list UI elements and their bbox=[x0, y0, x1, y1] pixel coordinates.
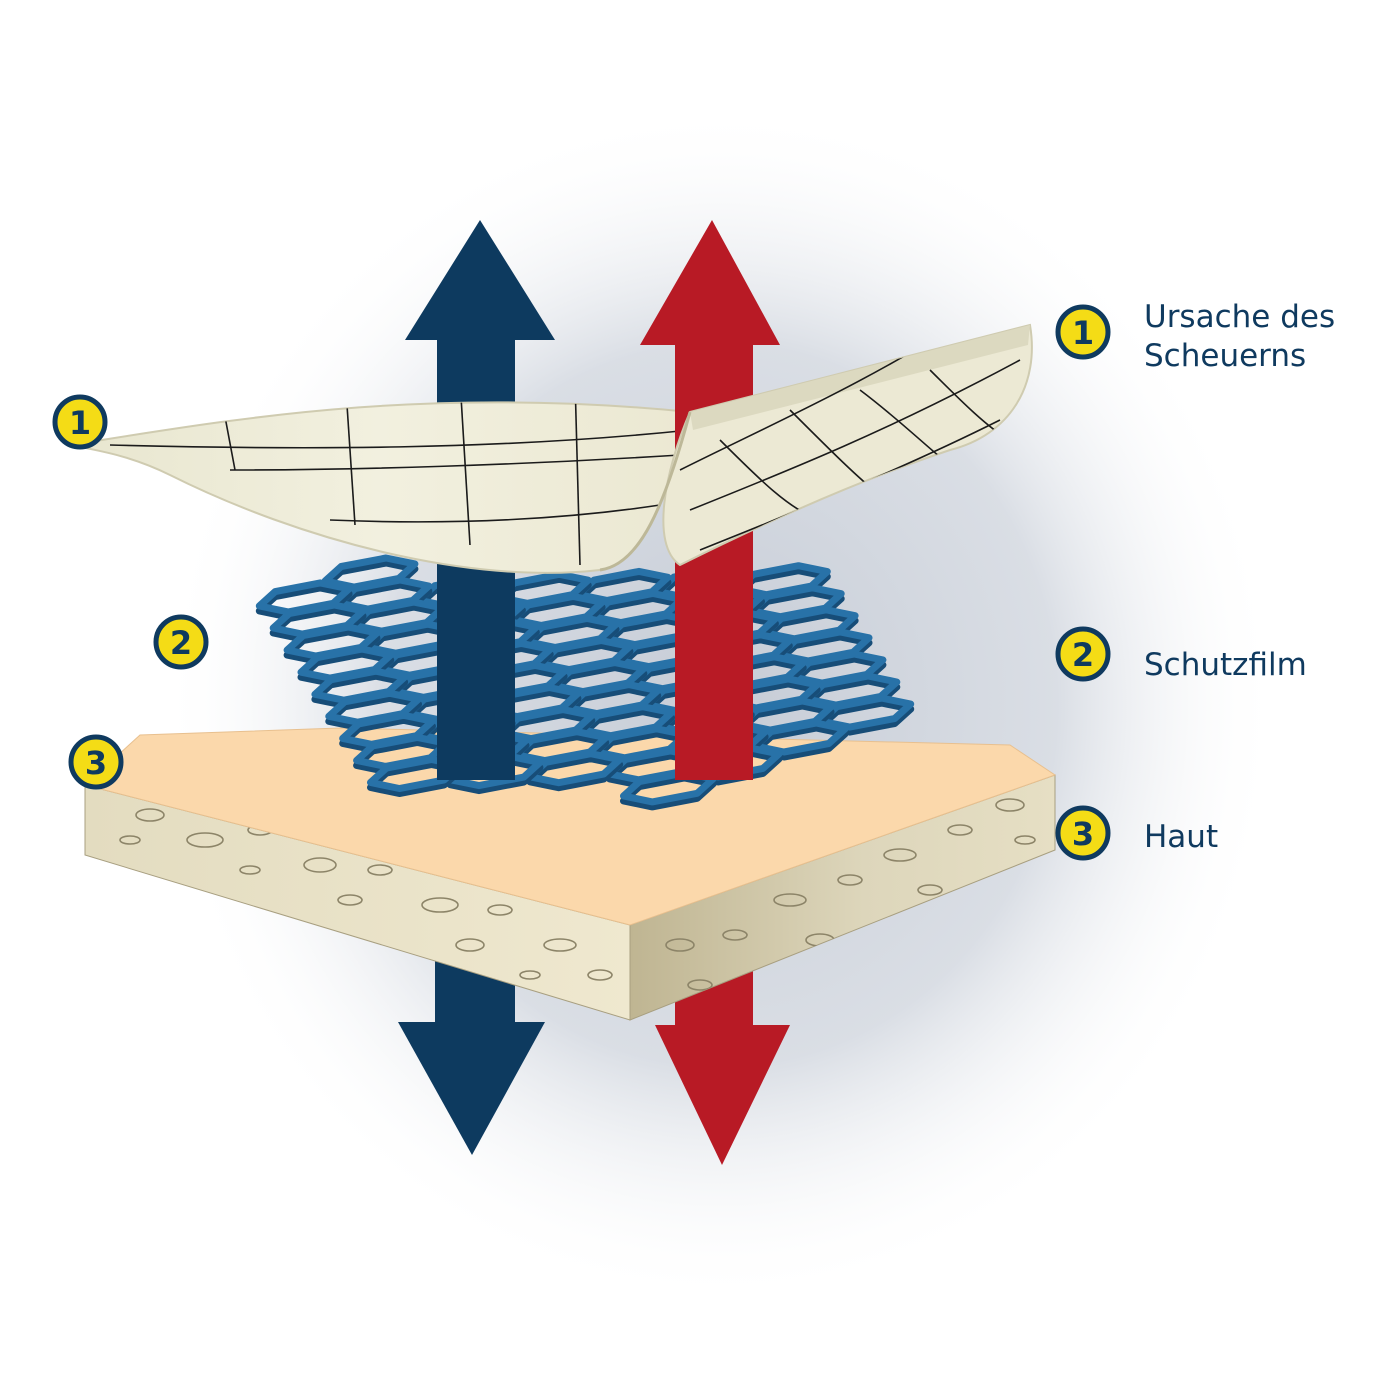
mesh-cell-shadow bbox=[526, 755, 624, 792]
svg-text:3: 3 bbox=[1072, 815, 1094, 853]
skin-block bbox=[83, 727, 1057, 1021]
cover-layer-right bbox=[599, 323, 1033, 572]
mesh-cell bbox=[526, 750, 624, 787]
badge-layer-1-right: 1 bbox=[1055, 304, 1111, 360]
cover-layer-left bbox=[69, 401, 692, 574]
legend-label-1-line-1: Ursache des bbox=[1144, 299, 1336, 335]
mesh-cell bbox=[751, 719, 849, 756]
mesh-cell bbox=[817, 694, 915, 731]
down-arrow-icon bbox=[655, 1025, 790, 1165]
svg-text:2: 2 bbox=[1072, 636, 1094, 674]
badge-layer-3-right: 3 bbox=[1055, 805, 1111, 861]
legend-label-3-line-1: Haut bbox=[1144, 819, 1219, 855]
mesh-cell-shadow bbox=[751, 724, 849, 761]
legend-label-1: Ursache des Scheuerns bbox=[1144, 298, 1335, 376]
svg-text:1: 1 bbox=[1072, 314, 1094, 352]
badge-layer-2-right: 2 bbox=[1055, 626, 1111, 682]
legend-label-2-line-1: Schutzfilm bbox=[1144, 647, 1307, 683]
badge-layer-1-left: 1 bbox=[52, 394, 108, 450]
svg-text:1: 1 bbox=[69, 404, 91, 442]
up-arrow-icon bbox=[405, 220, 555, 340]
mesh-cell-shadow bbox=[817, 699, 915, 736]
svg-text:2: 2 bbox=[170, 624, 192, 662]
legend-label-2: Schutzfilm bbox=[1144, 646, 1307, 685]
up-arrow-icon bbox=[640, 220, 780, 345]
badge-layer-2-left: 2 bbox=[153, 614, 209, 670]
down-arrow-icon bbox=[398, 1022, 545, 1155]
svg-text:3: 3 bbox=[85, 744, 107, 782]
badge-layer-3-left: 3 bbox=[68, 734, 124, 790]
legend-label-3: Haut bbox=[1144, 818, 1218, 857]
mesh-cell-shadow bbox=[620, 774, 717, 811]
legend-label-1-line-2: Scheuerns bbox=[1144, 338, 1307, 374]
